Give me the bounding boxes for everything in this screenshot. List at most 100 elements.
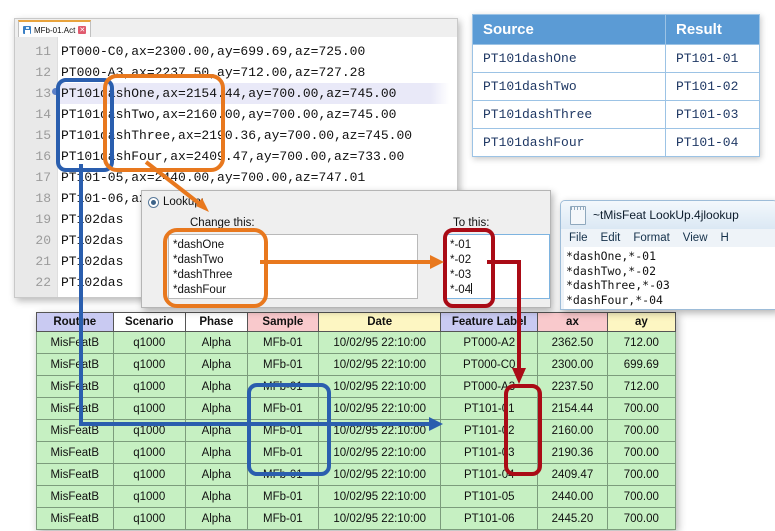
cell-ax[interactable]: 2445.20 — [537, 507, 608, 530]
cell-date[interactable]: 10/02/95 22:10:00 — [318, 331, 442, 354]
cell-routine[interactable]: MisFeatB — [36, 375, 114, 398]
close-icon[interactable]: ✕ — [78, 26, 87, 34]
cell-phase[interactable]: Alpha — [185, 419, 248, 442]
cell-ay[interactable]: 700.00 — [606, 419, 677, 442]
grid-header-ay[interactable]: ay — [606, 312, 677, 332]
grid-header-sample[interactable]: Sample — [246, 312, 320, 332]
menu-item-format[interactable]: Format — [633, 232, 670, 244]
cell-scenario[interactable]: q1000 — [112, 397, 186, 420]
cell-ay[interactable]: 700.00 — [606, 463, 677, 486]
cell-routine[interactable]: MisFeatB — [36, 353, 114, 376]
editor-tab[interactable]: MFb-01.Act ✕ — [18, 20, 92, 38]
cell-sample[interactable]: MFb-01 — [246, 353, 320, 376]
cell-feature-label[interactable]: PT000-A2 — [440, 331, 539, 354]
cell-scenario[interactable]: q1000 — [112, 485, 186, 508]
cell-sample[interactable]: MFb-01 — [246, 419, 320, 442]
cell-ax[interactable]: 2237.50 — [537, 375, 608, 398]
cell-phase[interactable]: Alpha — [185, 353, 248, 376]
cell-date[interactable]: 10/02/95 22:10:00 — [318, 485, 442, 508]
cell-ax[interactable]: 2362.50 — [537, 331, 608, 354]
cell-sample[interactable]: MFb-01 — [246, 507, 320, 530]
grid-header-routine[interactable]: Routine — [36, 312, 114, 332]
cell-feature-label[interactable]: PT101-03 — [440, 441, 539, 464]
notepad-text-area[interactable]: *dashOne,*-01 *dashTwo,*-02 *dashThree,*… — [564, 247, 775, 309]
cell-feature-label[interactable]: PT101-01 — [440, 397, 539, 420]
cell-scenario[interactable]: q1000 — [112, 331, 186, 354]
grid-header-phase[interactable]: Phase — [185, 312, 248, 332]
cell-date[interactable]: 10/02/95 22:10:00 — [318, 419, 442, 442]
cell-sample[interactable]: MFb-01 — [246, 485, 320, 508]
cell-routine[interactable]: MisFeatB — [36, 419, 114, 442]
cell-date[interactable]: 10/02/95 22:10:00 — [318, 375, 442, 398]
cell-routine[interactable]: MisFeatB — [36, 485, 114, 508]
cell-ay[interactable]: 699.69 — [606, 353, 677, 376]
cell-phase[interactable]: Alpha — [185, 397, 248, 420]
menu-item-edit[interactable]: Edit — [600, 232, 621, 244]
cell-feature-label[interactable]: PT101-04 — [440, 463, 539, 486]
to-this-input[interactable]: *-01 *-02 *-03 *-04 — [445, 234, 550, 299]
cell-ax[interactable]: 2190.36 — [537, 441, 608, 464]
cell-phase[interactable]: Alpha — [185, 463, 248, 486]
cell-feature-label[interactable]: PT101-02 — [440, 419, 539, 442]
grid-header-date[interactable]: Date — [318, 312, 442, 332]
cell-date[interactable]: 10/02/95 22:10:00 — [318, 463, 442, 486]
cell-ay[interactable]: 712.00 — [606, 331, 677, 354]
cell-scenario[interactable]: q1000 — [112, 375, 186, 398]
cell-phase[interactable]: Alpha — [185, 331, 248, 354]
menu-item-view[interactable]: View — [682, 232, 708, 244]
notepad-window[interactable]: ~tMisFeat LookUp.4jlookup File Edit Form… — [560, 200, 775, 310]
cell-ax[interactable]: 2409.47 — [537, 463, 608, 486]
cell-routine[interactable]: MisFeatB — [36, 331, 114, 354]
cell-ay[interactable]: 700.00 — [606, 485, 677, 508]
cell-routine[interactable]: MisFeatB — [36, 441, 114, 464]
cell-sample[interactable]: MFb-01 — [246, 397, 320, 420]
notepad-menu-bar[interactable]: File Edit Format View H — [561, 229, 775, 247]
cell-scenario[interactable]: q1000 — [112, 441, 186, 464]
cell-ay[interactable]: 700.00 — [606, 507, 677, 530]
cell-phase[interactable]: Alpha — [185, 375, 248, 398]
cell-scenario[interactable]: q1000 — [112, 463, 186, 486]
lookup-radio-row[interactable]: Lookup: — [148, 196, 204, 208]
menu-item-help[interactable]: H — [720, 232, 729, 244]
cell-phase[interactable]: Alpha — [185, 441, 248, 464]
cell-date[interactable]: 10/02/95 22:10:00 — [318, 353, 442, 376]
cell-ax[interactable]: 2440.00 — [537, 485, 608, 508]
cell-date[interactable]: 10/02/95 22:10:00 — [318, 397, 442, 420]
cell-scenario[interactable]: q1000 — [112, 507, 186, 530]
cell-ax[interactable]: 2160.00 — [537, 419, 608, 442]
data-grid[interactable]: Routine Scenario Phase Sample Date Featu… — [36, 312, 677, 530]
cell-ax[interactable]: 2154.44 — [537, 397, 608, 420]
cell-date[interactable]: 10/02/95 22:10:00 — [318, 441, 442, 464]
grid-header-scenario[interactable]: Scenario — [112, 312, 186, 332]
cell-feature-label[interactable]: PT101-06 — [440, 507, 539, 530]
grid-header-feature-label[interactable]: Feature Label — [440, 312, 539, 332]
cell-phase[interactable]: Alpha — [185, 507, 248, 530]
change-this-input[interactable]: *dashOne *dashTwo *dashThree *dashFour — [168, 234, 418, 299]
cell-ay[interactable]: 700.00 — [606, 397, 677, 420]
cell-ay[interactable]: 712.00 — [606, 375, 677, 398]
cell-routine[interactable]: MisFeatB — [36, 397, 114, 420]
cell-sample[interactable]: MFb-01 — [246, 441, 320, 464]
cell-scenario[interactable]: q1000 — [112, 419, 186, 442]
cell-routine[interactable]: MisFeatB — [36, 507, 114, 530]
cell-routine[interactable]: MisFeatB — [36, 463, 114, 486]
cell-ay[interactable]: 700.00 — [606, 441, 677, 464]
radio-icon[interactable] — [148, 196, 159, 208]
cell-feature-label[interactable]: PT000-C0 — [440, 353, 539, 376]
cell-feature-label[interactable]: PT101-05 — [440, 485, 539, 508]
cell-scenario[interactable]: q1000 — [112, 353, 186, 376]
cell-sample[interactable]: MFb-01 — [246, 375, 320, 398]
breakpoint-icon[interactable] — [52, 88, 59, 95]
notepad-title-bar[interactable]: ~tMisFeat LookUp.4jlookup — [561, 201, 775, 229]
cell-date[interactable]: 10/02/95 22:10:00 — [318, 507, 442, 530]
cell-sample[interactable]: MFb-01 — [246, 331, 320, 354]
